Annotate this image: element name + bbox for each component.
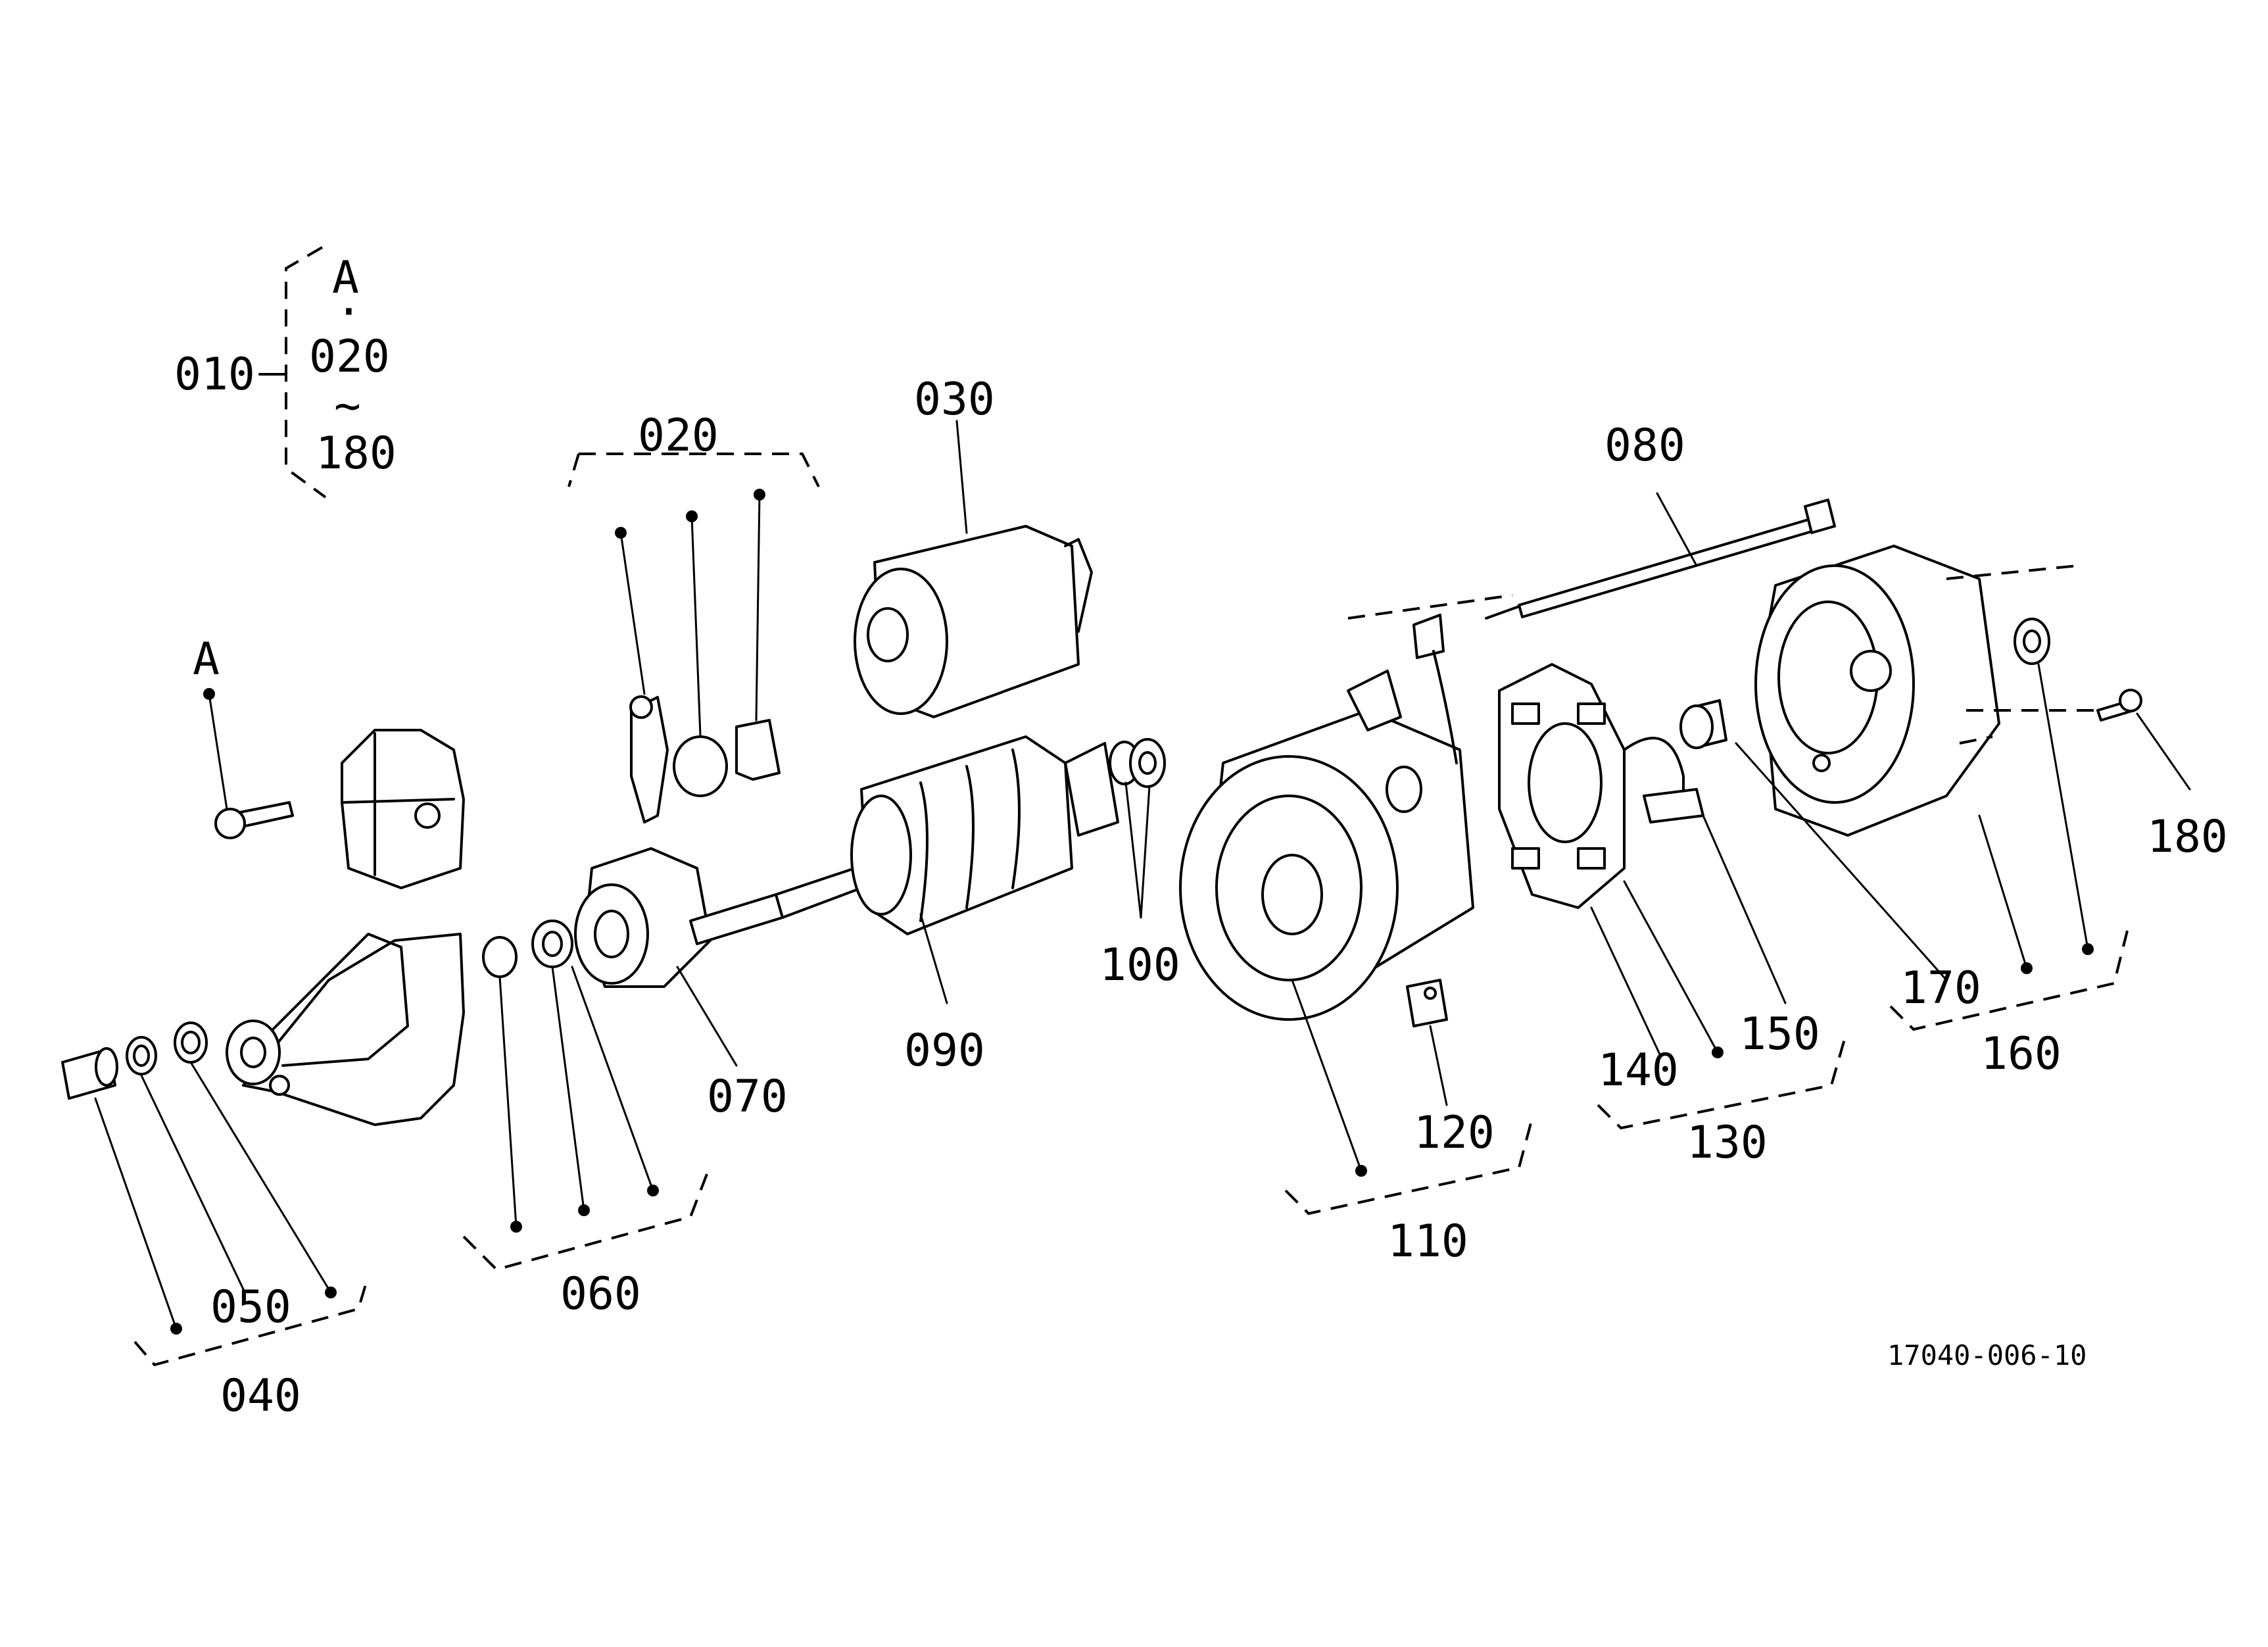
bracket-060 (462, 1173, 708, 1271)
armature-drawing (775, 735, 1119, 935)
bushing-170-drawing (1679, 699, 1727, 749)
label-090: 090 (904, 1025, 985, 1077)
label-160: 160 (1981, 1028, 2062, 1080)
label-070: 070 (707, 1071, 788, 1123)
brush-holder-drawing (1498, 663, 1704, 909)
figure-id: 17040-006-10 (1887, 1339, 2087, 1371)
washers-100-drawing (1109, 738, 1166, 788)
bracket-160 (1889, 930, 2129, 1031)
bracket-130 (1597, 1039, 1846, 1130)
front-housing-drawing (226, 729, 465, 1126)
bushing-040-drawing (61, 1047, 118, 1100)
yoke-drawing (1179, 670, 1474, 1021)
through-bolt-drawing (1485, 499, 1836, 620)
label-060: 060 (560, 1268, 641, 1320)
legend-range-tilde: ~ (334, 380, 361, 432)
label-180: 180 (2147, 811, 2228, 863)
bracket-110 (1284, 1118, 1533, 1216)
label-170: 170 (1900, 962, 1981, 1014)
legend-bracket: 010 A · 020 ~ 180 (174, 246, 397, 499)
alignment-line-4 (1959, 735, 1993, 745)
legend-ref-a: A (332, 252, 359, 304)
bushing-160-drawing (2014, 618, 2050, 665)
solenoid-switch-drawing (854, 525, 1093, 718)
label-030: 030 (914, 374, 995, 426)
seal-set-060-drawing (482, 920, 573, 978)
label-010: 010 (174, 349, 255, 401)
bracket-040 (133, 1275, 370, 1367)
screw-180-drawing (2096, 689, 2142, 722)
label-120: 120 (1414, 1107, 1495, 1159)
clip-120-drawing (1406, 979, 1448, 1027)
label-140: 140 (1598, 1045, 1679, 1096)
shift-lever-drawing (629, 695, 781, 823)
bracket-020-left (567, 453, 580, 487)
bracket-020 (579, 453, 820, 487)
terminal-lead-drawing (1412, 614, 1458, 764)
label-050: 050 (210, 1281, 291, 1333)
label-150: 150 (1739, 1008, 1820, 1060)
label-080: 080 (1604, 420, 1685, 472)
ring-050-drawing (126, 1021, 208, 1075)
label-020: 020 (638, 410, 719, 462)
alignment-line-1 (1347, 594, 1513, 620)
legend-range-start: 020 (309, 331, 390, 383)
label-100: 100 (1099, 939, 1180, 991)
alignment-line-2 (1946, 564, 2079, 580)
label-130: 130 (1687, 1117, 1768, 1169)
bolt-a-drawing (214, 801, 294, 839)
label-ref-a: A (193, 633, 220, 685)
rear-end-frame-drawing (1754, 545, 2000, 837)
label-040: 040 (220, 1370, 301, 1422)
label-110: 110 (1387, 1216, 1468, 1267)
legend-range-end: 180 (316, 428, 397, 479)
legend-dot: · (335, 286, 362, 338)
overrunning-clutch-drawing (574, 847, 784, 988)
